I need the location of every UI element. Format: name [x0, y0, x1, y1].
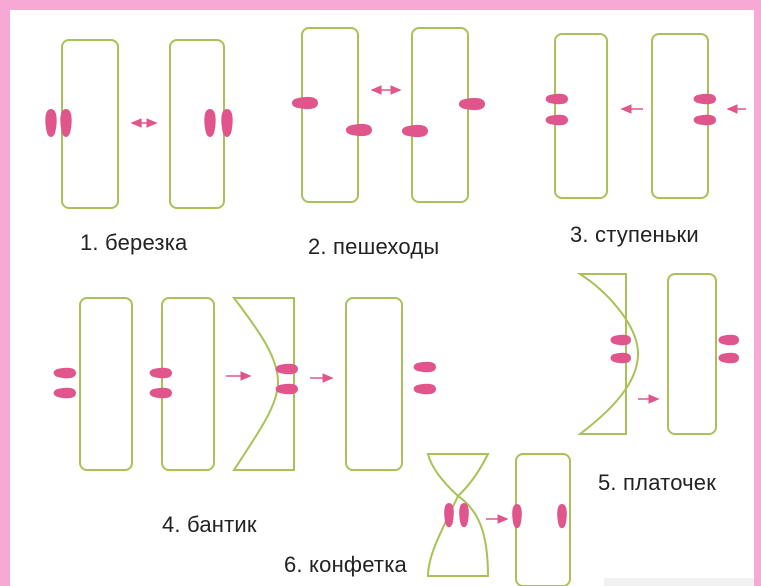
footprint-icon	[444, 503, 454, 527]
footprint-icon	[414, 362, 436, 372]
footprint-icon	[611, 353, 631, 363]
figure-5-label: 5. платочек	[598, 470, 716, 496]
footprint-icon	[557, 504, 567, 528]
sheet-outline	[412, 28, 468, 202]
figure-6-label: 6. конфетка	[284, 552, 407, 578]
sheet-outline	[80, 298, 132, 470]
footprint-icon	[150, 388, 172, 398]
footprint-icon	[221, 109, 232, 137]
footprint-icon	[546, 115, 568, 125]
footprint-icon	[459, 503, 469, 527]
footprint-icon	[414, 384, 436, 394]
footprint-icon	[276, 364, 298, 374]
footprint-icon	[276, 384, 298, 394]
footprint-icon	[459, 98, 485, 110]
figure-3-label: 3. ступеньки	[570, 222, 699, 248]
footprint-icon	[204, 109, 215, 137]
figure-4-label: 4. бантик	[162, 512, 257, 538]
footprint-icon	[60, 109, 71, 137]
figure-2-label: 2. пешеходы	[308, 234, 439, 260]
sheet-outline	[668, 274, 716, 434]
sheet-outline	[302, 28, 358, 202]
footprint-icon	[346, 124, 372, 136]
sheet-outline	[162, 298, 214, 470]
footprint-icon	[546, 94, 568, 104]
figure-1-label: 1. березка	[80, 230, 187, 256]
footprint-icon	[694, 94, 716, 104]
footprint-icon	[54, 388, 76, 398]
footprint-icon	[402, 125, 428, 137]
footprint-icon	[292, 97, 318, 109]
footprint-icon	[54, 368, 76, 378]
footprint-icon	[694, 115, 716, 125]
folded-sheet-outline	[234, 298, 294, 470]
footprint-icon	[45, 109, 56, 137]
folded-sheet-outline	[428, 454, 488, 576]
folded-sheet-outline	[580, 274, 638, 434]
footprint-icon	[719, 353, 739, 363]
diagram-canvas: 1. березка 2. пешеходы 3. ступеньки 4. б…	[10, 10, 754, 586]
corner-shade	[604, 578, 754, 586]
sheet-outline	[170, 40, 224, 208]
footprint-icon	[512, 504, 522, 528]
footprint-icon	[150, 368, 172, 378]
footprint-icon	[719, 335, 739, 345]
paper-folding-diagram	[10, 10, 754, 586]
footprint-icon	[611, 335, 631, 345]
sheet-outline	[346, 298, 402, 470]
